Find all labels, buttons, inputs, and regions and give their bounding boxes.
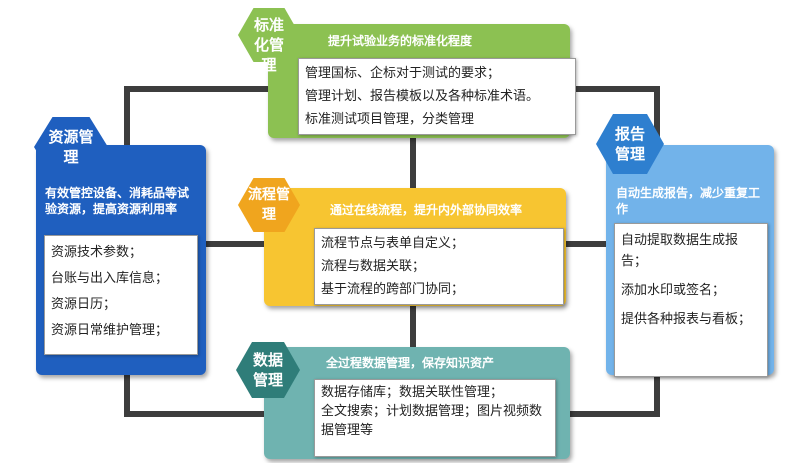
standardization-subtitle: 提升试验业务的标准化程度 <box>328 34 473 48</box>
standardization-panel: 提升试验业务的标准化程度 管理国标、企标对于测试的要求； 管理计划、报告模板以及… <box>268 24 576 138</box>
workflow-hexagon: 流程管理 <box>238 178 300 232</box>
data-subtitle: 全过程数据管理，保存知识资产 <box>326 356 495 370</box>
report-list: 自动提取数据生成报告； 添加水印或签名； 提供各种报表与看板； <box>614 223 768 377</box>
standardization-item: 标准测试项目管理，分类管理 <box>305 112 475 127</box>
resource-item: 资源日历； <box>51 297 117 312</box>
report-panel: 自动生成报告，减少重复工作 自动提取数据生成报告； 添加水印或签名； 提供各种报… <box>606 145 774 377</box>
standardization-hexagon: 标准化管理 <box>238 8 300 74</box>
data-item: 数据存储库；数据关联性管理； <box>321 385 504 400</box>
workflow-subtitle: 通过在线流程，提升内外部协同效率 <box>330 203 523 217</box>
workflow-item: 流程节点与表单自定义； <box>321 236 465 251</box>
report-item: 自动提取数据生成报告； <box>621 233 739 269</box>
resource-title: 资源管理 <box>48 128 94 166</box>
resource-subtitle: 有效管控设备、消耗品等试验资源，提高资源利用率 <box>45 186 190 216</box>
report-hexagon: 报告管理 <box>596 114 664 174</box>
report-item: 添加水印或签名； <box>621 283 726 298</box>
resource-item: 资源技术参数； <box>51 245 143 260</box>
resource-panel: 有效管控设备、消耗品等试验资源，提高资源利用率 资源技术参数； 台账与出入库信息… <box>36 145 206 375</box>
resource-item: 台账与出入库信息； <box>51 271 169 286</box>
data-title: 数据管理 <box>252 351 283 389</box>
report-item: 提供各种报表与看板； <box>621 312 752 327</box>
workflow-item: 流程与数据关联； <box>321 259 426 274</box>
resource-hexagon: 资源管理 <box>34 117 108 177</box>
resource-list: 资源技术参数； 台账与出入库信息； 资源日历； 资源日常维护管理； <box>44 235 198 355</box>
workflow-title: 流程管理 <box>248 187 290 223</box>
standardization-item: 管理计划、报告模板以及各种标准术语。 <box>305 89 540 104</box>
standardization-title: 标准化管理 <box>253 16 284 74</box>
standardization-item: 管理国标、企标对于测试的要求； <box>305 66 501 81</box>
workflow-list: 流程节点与表单自定义； 流程与数据关联； 基于流程的跨部门协同； <box>314 228 564 305</box>
report-title: 报告管理 <box>614 125 645 163</box>
workflow-panel: 通过在线流程，提升内外部协同效率 流程节点与表单自定义； 流程与数据关联； 基于… <box>264 188 566 306</box>
data-hexagon: 数据管理 <box>236 342 300 398</box>
data-item: 全文搜索；计划数据管理；图片视频数据管理等 <box>321 404 543 438</box>
workflow-item: 基于流程的跨部门协同； <box>321 282 465 297</box>
report-subtitle: 自动生成报告，减少重复工作 <box>616 186 761 216</box>
data-panel: 全过程数据管理，保存知识资产 数据存储库；数据关联性管理； 全文搜索；计划数据管… <box>264 347 570 459</box>
resource-item: 资源日常维护管理； <box>51 323 169 338</box>
data-list: 数据存储库；数据关联性管理； 全文搜索；计划数据管理；图片视频数据管理等 <box>314 379 556 457</box>
standardization-list: 管理国标、企标对于测试的要求； 管理计划、报告模板以及各种标准术语。 标准测试项… <box>298 58 576 135</box>
